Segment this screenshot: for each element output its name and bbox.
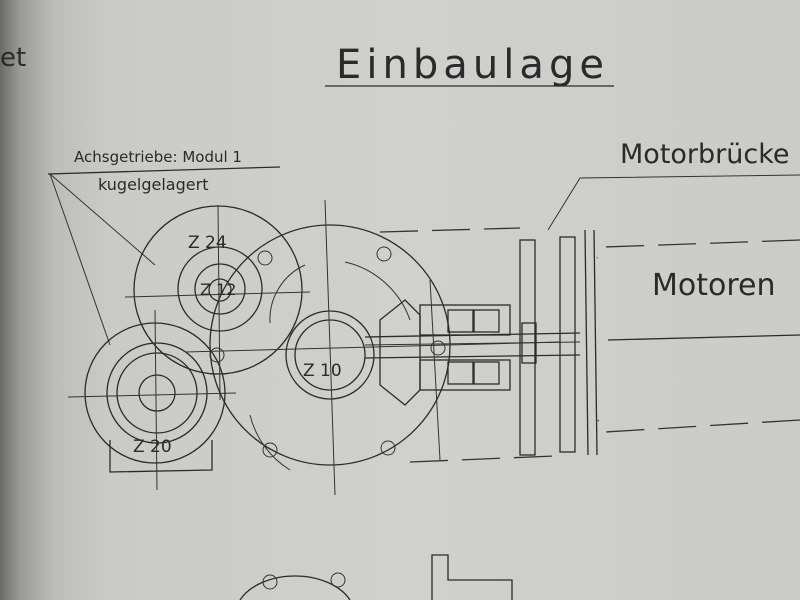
motors-label: Motoren [652,268,776,303]
motor-bridge-label: Motorbrücke [620,139,790,170]
motor-outline-bottom [597,419,800,433]
gear-note-line2: kugelgelagert [98,175,208,194]
gear-z24-label: Z 24 [188,233,227,253]
gear-z20: Z 20 [67,309,237,491]
gear-z20-label: Z 20 [133,437,172,457]
shaft-assembly [364,229,598,461]
gear-z12-label: Z 12 [200,280,236,299]
gear-housing: Z 10 [184,199,561,496]
motor-outline-top [596,239,800,259]
left-fragment-text: et [0,43,26,73]
leader-arrow-1 [49,173,156,266]
gear-note-line1: Achsgetriebe: Modul 1 [74,148,242,166]
bottom-partial-drawing [239,554,513,600]
motor-bridge-leader [547,174,800,231]
gear-z10-label: Z 10 [303,361,342,381]
motor-centerline [607,334,800,341]
leader-arrow-2 [49,173,111,346]
note-leader-line [47,166,281,175]
gear-z24: Z 24 Z 12 [124,204,311,401]
drawing-title: Einbaulage [336,42,604,88]
